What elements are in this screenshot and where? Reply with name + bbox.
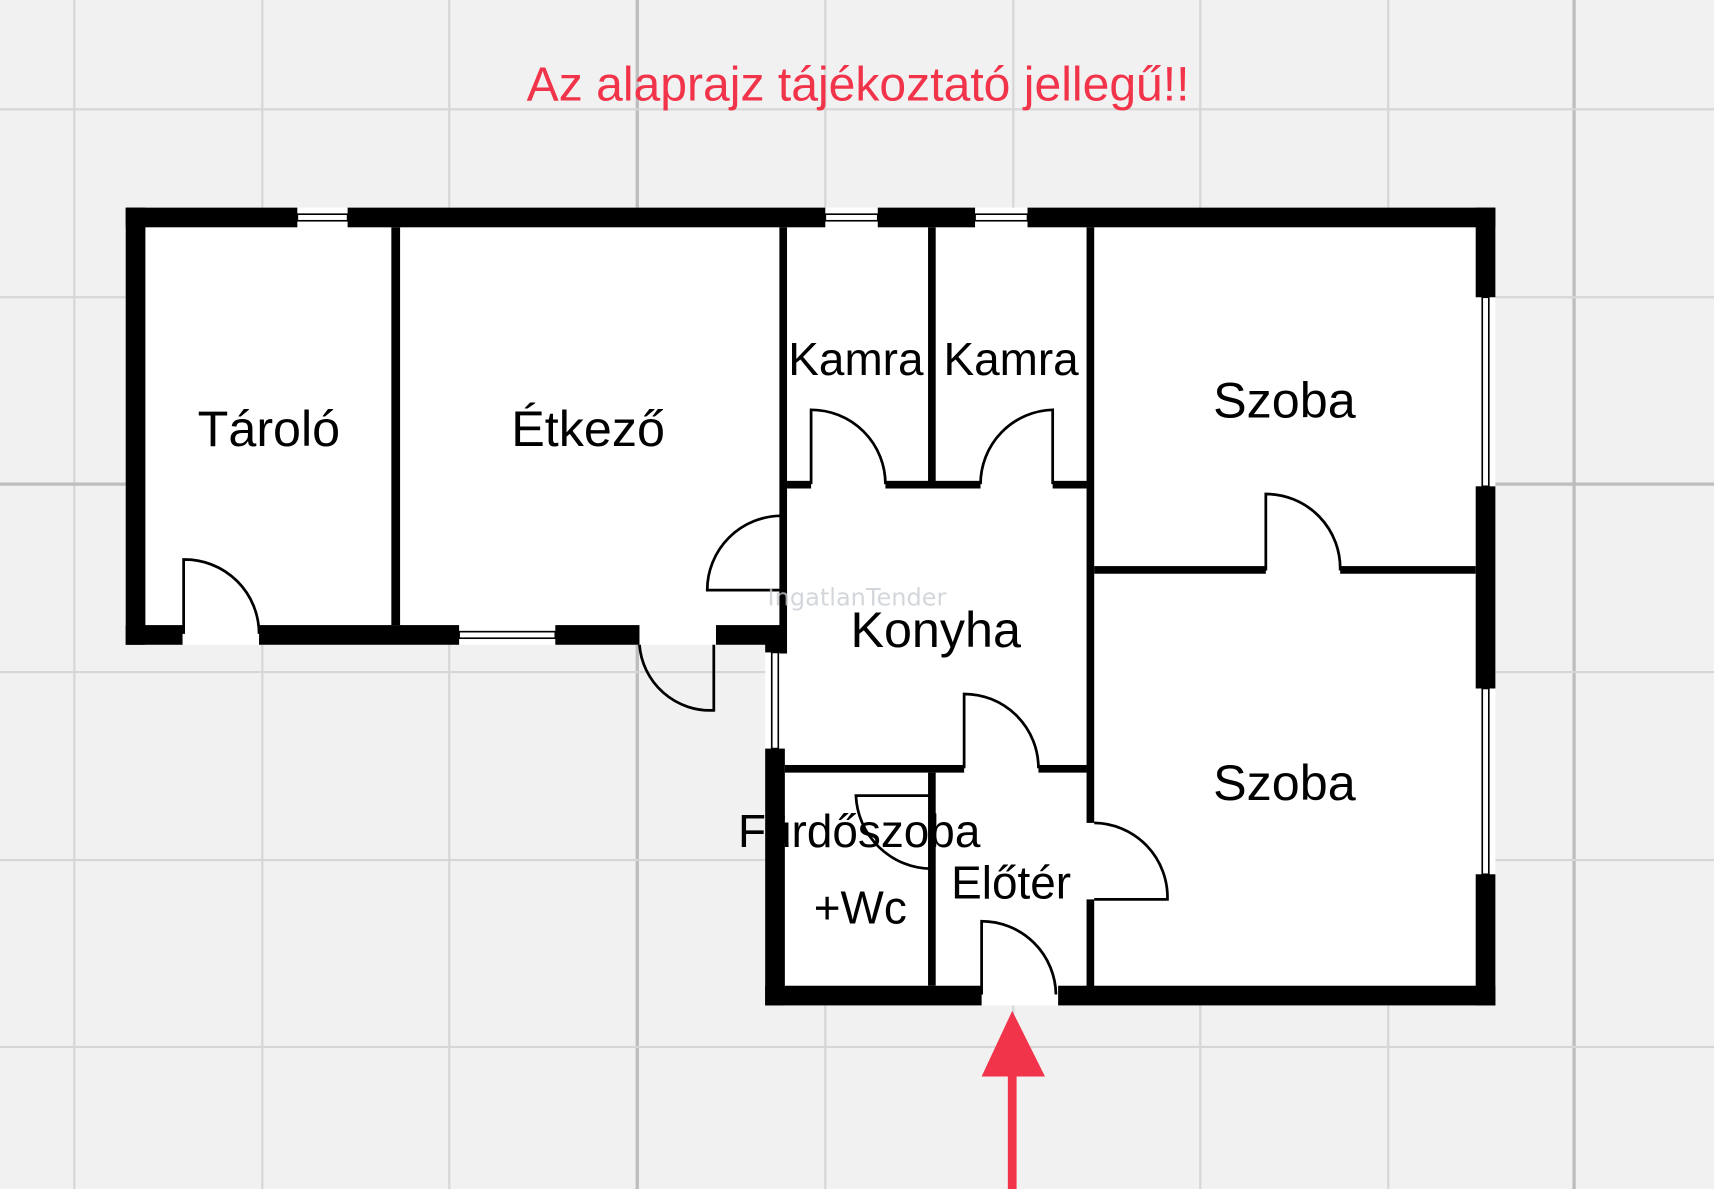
disclaimer-title: Az alaprajz tájékoztató jellegű!! <box>527 58 1190 112</box>
room-label-furdoszoba: Fürdőszoba <box>738 805 981 857</box>
room-label-kamra-1: Kamra <box>788 333 924 385</box>
entrance-arrow-icon <box>981 1010 1046 1189</box>
room-label-konyha: Konyha <box>850 601 1021 658</box>
room-label-szoba-1: Szoba <box>1213 371 1356 428</box>
windows <box>296 213 1490 876</box>
room-label-wc: +Wc <box>814 881 907 933</box>
room-label-etkezo: Étkező <box>511 400 665 457</box>
walls <box>125 207 1496 1006</box>
room-label-tarolo: Tároló <box>198 400 341 457</box>
watermark: IngatlanTender <box>768 583 947 611</box>
room-floors <box>125 207 1496 1006</box>
doors <box>182 408 1342 995</box>
room-labels: Tároló Étkező Kamra Kamra Szoba Szoba Ko… <box>198 333 1356 934</box>
room-label-szoba-2: Szoba <box>1213 754 1356 811</box>
room-label-kamra-2: Kamra <box>944 333 1080 385</box>
room-label-eloter: Előtér <box>951 856 1071 908</box>
